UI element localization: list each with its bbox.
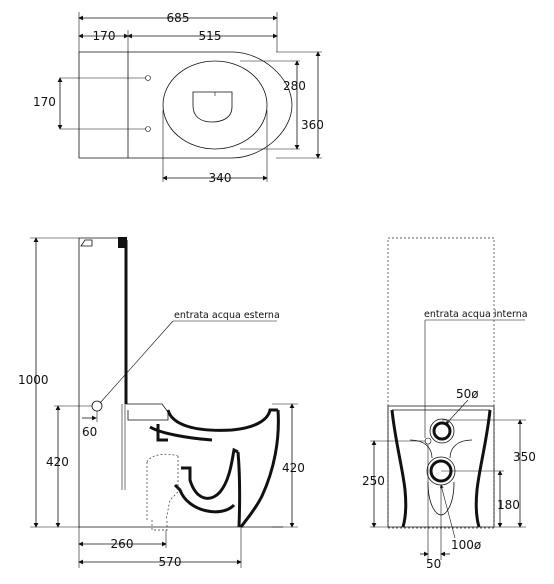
top-view: 685 170 515 170 280 360	[33, 11, 324, 185]
bowl-rim	[166, 408, 278, 432]
seat-ring	[162, 60, 268, 150]
dim-bowl-width: 360	[301, 118, 324, 132]
dim-tank-depth: 170	[93, 29, 116, 43]
dim-inlet-diameter: 50ø	[456, 387, 479, 401]
label-internal-inlet: entrata acqua interna	[424, 309, 528, 320]
dim-seat-length: 340	[209, 171, 232, 185]
bowl-body	[239, 409, 280, 528]
rear-view: 50ø 100ø entrata acqua interna 350 180 2…	[362, 237, 536, 571]
dim-fixing-spacing: 170	[33, 95, 56, 109]
dim-drain-diameter: 100ø	[451, 538, 481, 552]
dim-inlet-height: 420	[46, 455, 69, 469]
bowl-opening	[192, 91, 233, 123]
top-outline	[78, 51, 293, 159]
dim-drain-offset: 50	[426, 557, 441, 571]
dim-total-height: 1000	[18, 373, 49, 387]
tank-outline	[79, 237, 127, 404]
dim-drain-height: 180	[497, 498, 520, 512]
dim-total-depth: 570	[159, 555, 182, 569]
drain-hidden	[146, 453, 179, 531]
dim-bowl-depth: 515	[199, 29, 222, 43]
label-external-inlet: entrata acqua esterna	[174, 310, 280, 321]
dim-seat-width: 280	[283, 79, 306, 93]
dim-left-height: 250	[362, 474, 385, 488]
dim-bowl-height: 420	[282, 461, 305, 475]
dim-drain-distance: 260	[111, 537, 134, 551]
internal-inlet	[432, 421, 452, 441]
side-view: 1000 420 60 entrata acqua esterna 420 26…	[18, 237, 305, 569]
dim-overall-width: 685	[167, 11, 190, 25]
dim-inlet-offset: 60	[82, 425, 97, 439]
dim-inlet-height-rear: 350	[513, 450, 536, 464]
